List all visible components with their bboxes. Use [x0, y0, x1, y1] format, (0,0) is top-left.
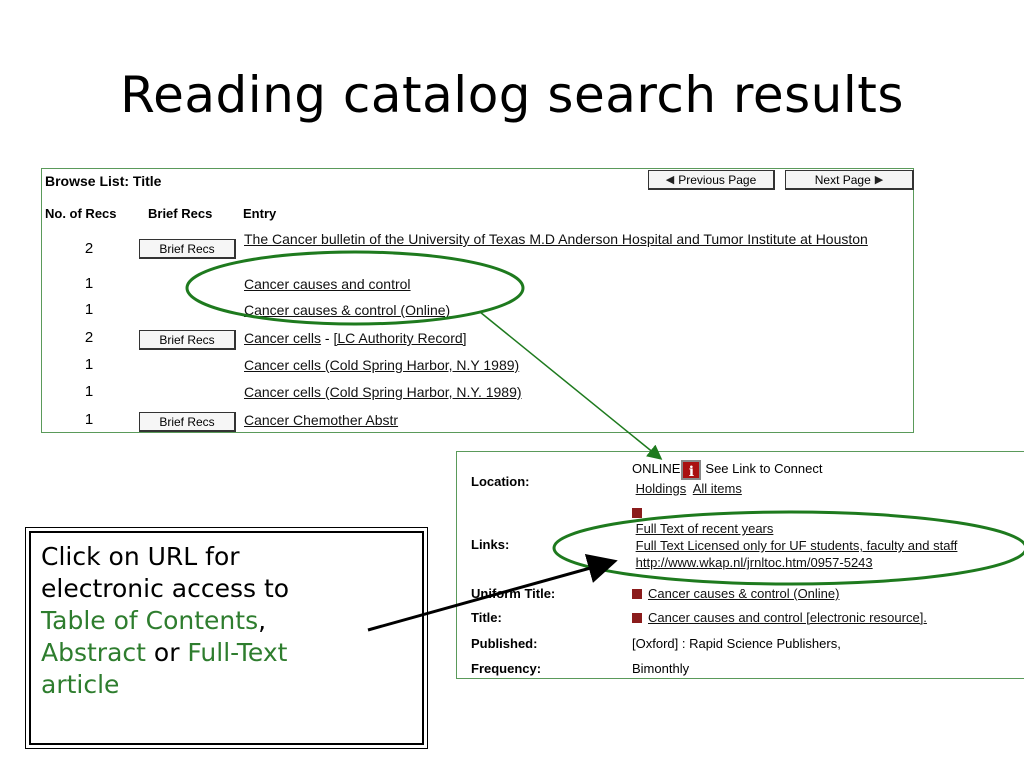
fulltext-highlight: Full-Text [187, 638, 288, 667]
entry-link[interactable]: Cancer cells [244, 330, 322, 346]
full-text-licensed-link[interactable]: Full Text Licensed only for UF students,… [635, 538, 958, 553]
entry-link[interactable]: Cancer Chemother Abstr [244, 412, 399, 428]
entry-separator: - [321, 330, 334, 346]
title-value: Cancer causes and control [electronic re… [632, 610, 927, 625]
links-label: Links: [471, 537, 510, 552]
col-header-brief-recs: Brief Recs [148, 206, 213, 221]
title-label: Title: [471, 610, 502, 625]
published-label: Published: [471, 636, 538, 651]
table-row: 1 Cancer causes & control (Online) [42, 301, 913, 323]
frequency-value: Bimonthly [632, 661, 690, 676]
entry-link[interactable]: Cancer cells (Cold Spring Harbor, N.Y. 1… [244, 384, 522, 400]
record-marker-icon [632, 613, 642, 623]
brief-recs-button[interactable]: Brief Recs [139, 412, 236, 432]
slide-title: Reading catalog search results [120, 66, 904, 124]
record-count: 2 [84, 240, 94, 257]
record-count: 1 [84, 411, 94, 428]
abstract-highlight: Abstract [41, 638, 146, 667]
browse-list-title: Browse List: Title [45, 173, 162, 189]
brief-recs-button[interactable]: Brief Recs [139, 330, 236, 350]
entry-link[interactable]: Cancer causes & control (Online) [244, 302, 451, 318]
info-icon[interactable]: i [681, 460, 702, 480]
record-marker-icon [632, 589, 642, 599]
callout-box: Click on URL for electronic access to Ta… [25, 527, 428, 749]
previous-page-button[interactable]: ◀ Previous Page [648, 170, 775, 190]
record-marker-icon [632, 508, 642, 518]
col-header-entry: Entry [243, 206, 277, 221]
toc-highlight: Table of Contents [41, 606, 259, 635]
uniform-title-link[interactable]: Cancer causes & control (Online) [648, 586, 840, 601]
entry-link[interactable]: Cancer causes and control [244, 276, 411, 292]
arrow-right-icon: ▶ [874, 174, 884, 186]
record-count: 1 [84, 356, 94, 373]
table-row: 1 Brief Recs Cancer Chemother Abstr [42, 411, 913, 433]
table-row: 1 Cancer cells (Cold Spring Harbor, N.Y.… [42, 383, 913, 405]
uniform-title-value: Cancer causes & control (Online) [632, 586, 839, 601]
brief-recs-button[interactable]: Brief Recs [139, 239, 236, 259]
holdings-link[interactable]: Holdings [635, 481, 687, 496]
entry-link[interactable]: The Cancer bulletin of the University of… [244, 231, 868, 247]
browse-list-panel: Browse List: Title ◀ Previous Page Next … [41, 168, 914, 433]
table-row: 1 Cancer cells (Cold Spring Harbor, N.Y … [42, 356, 913, 378]
frequency-label: Frequency: [471, 661, 542, 676]
table-row: 2 Brief Recs The Cancer bulletin of the … [42, 230, 913, 270]
lc-authority-link[interactable]: [LC Authority Record] [333, 330, 467, 346]
col-header-num-recs: No. of Recs [45, 206, 117, 221]
links-list: Full Text of recent years Full Text Lice… [632, 508, 957, 571]
all-items-link[interactable]: All items [692, 481, 742, 496]
arrow-left-icon: ◀ [665, 174, 675, 186]
table-row: 1 Cancer causes and control [42, 275, 913, 297]
location-label: Location: [471, 474, 530, 489]
record-count: 1 [84, 275, 94, 292]
url-link[interactable]: http://www.wkap.nl/jrnltoc.htm/0957-5243 [635, 555, 873, 570]
record-count: 2 [84, 329, 94, 346]
published-value: [Oxford] : Rapid Science Publishers, [632, 636, 841, 651]
uniform-title-label: Uniform Title: [471, 586, 556, 601]
callout-text: Click on URL for electronic access to Ta… [29, 531, 424, 745]
record-count: 1 [84, 383, 94, 400]
full-text-recent-link[interactable]: Full Text of recent years [635, 521, 774, 536]
entry-link[interactable]: Cancer cells (Cold Spring Harbor, N.Y 19… [244, 357, 520, 373]
next-page-button[interactable]: Next Page ▶ [785, 170, 914, 190]
table-row: 2 Brief Recs Cancer cells - [LC Authorit… [42, 329, 913, 353]
title-link[interactable]: Cancer causes and control [electronic re… [648, 610, 927, 625]
article-highlight: article [41, 670, 120, 699]
record-count: 1 [84, 301, 94, 318]
